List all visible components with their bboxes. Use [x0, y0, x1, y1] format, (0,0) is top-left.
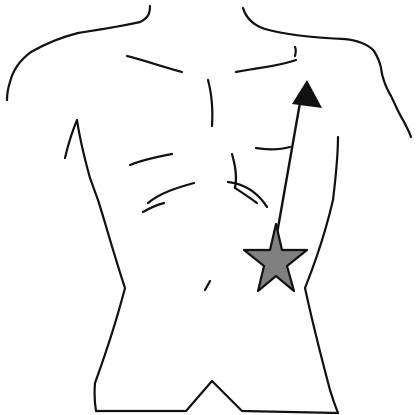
left-flank-outline — [65, 120, 125, 411]
right-chest-short-line — [295, 47, 296, 56]
right-pectoral-line — [236, 60, 296, 72]
direction-arrow-shaft — [275, 97, 301, 245]
neck-left-outline — [7, 6, 150, 100]
arrow-up-icon — [292, 80, 322, 108]
left-ab-line-1 — [130, 154, 172, 165]
waist-outline — [96, 381, 338, 413]
navel — [205, 281, 210, 290]
right-ab-line-2 — [228, 182, 267, 207]
right-arm-outline — [374, 51, 411, 137]
right-ab-line-1 — [256, 147, 290, 149]
left-ab-line-2 — [148, 183, 194, 203]
neck-right-outline — [243, 8, 374, 51]
sternum-line — [208, 80, 212, 126]
left-pectoral-line — [127, 56, 182, 72]
star-icon — [244, 224, 307, 291]
right-ab-line-3 — [235, 188, 257, 203]
left-ab-line-3 — [143, 203, 164, 212]
right-flank-outline — [305, 137, 338, 413]
